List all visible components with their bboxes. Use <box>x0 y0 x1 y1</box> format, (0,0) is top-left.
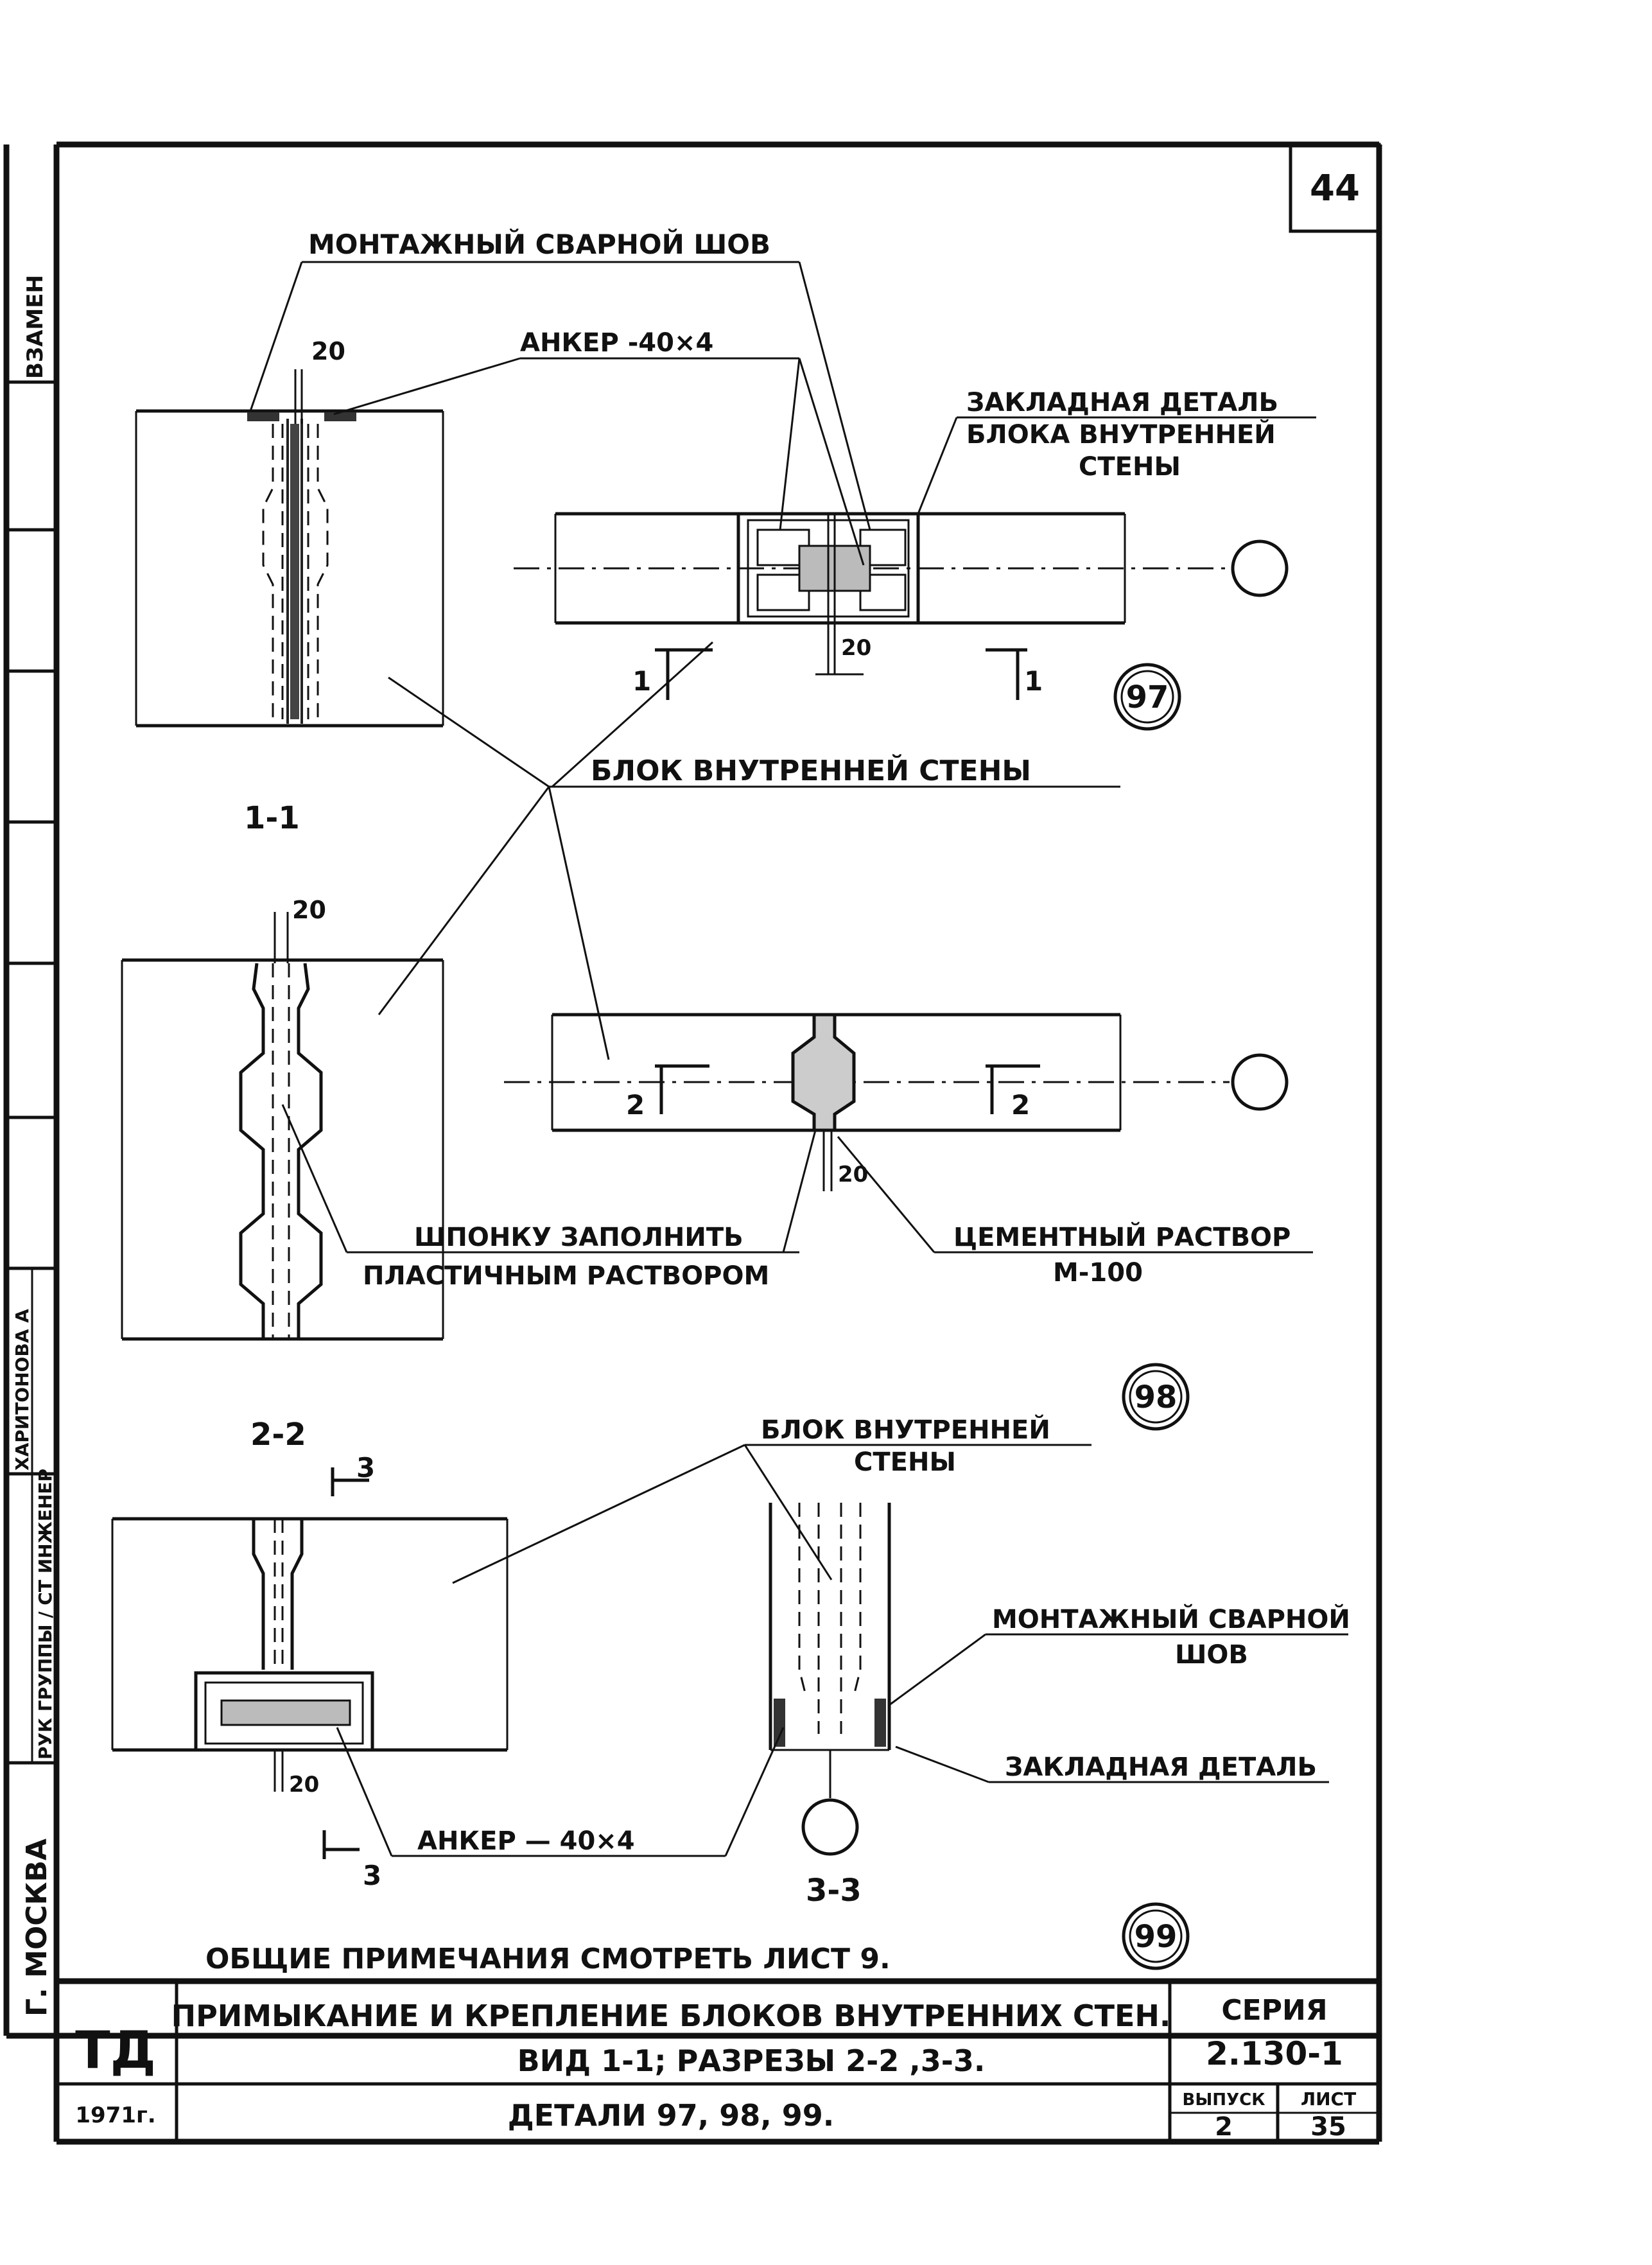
dim-20-b: 20 <box>841 635 871 661</box>
issue-value: 2 <box>1215 2112 1233 2142</box>
cut-mark-1-left: 1 <box>632 665 651 697</box>
label-embedded-part-b: ЗАКЛАДНАЯ ДЕТАЛЬ <box>1005 1753 1317 1782</box>
cut-mark-2-left: 2 <box>626 1089 645 1121</box>
dim-20-a: 20 <box>311 337 345 365</box>
series-value: 2.130-1 <box>1206 2035 1343 2072</box>
label-weld-seam-b-1: МОНТАЖНЫЙ СВАРНОЙ <box>992 1604 1350 1634</box>
section-title-2-2: 2-2 <box>250 1417 306 1453</box>
detail-98-marker: 98 <box>1122 1363 1190 1431</box>
title-line-2: ВИД 1-1; РАЗРЕЗЫ 2-2 ,3-3. <box>517 2043 986 2078</box>
leader-lines <box>249 261 1348 1857</box>
detail-97-number: 97 <box>1126 679 1169 715</box>
title-year: 1971г. <box>75 2103 155 2128</box>
label-inner-wall-block: БЛОК ВНУТРЕННЕЙ СТЕНЫ <box>591 753 1031 787</box>
cut-mark-3-top: 3 <box>356 1452 375 1483</box>
sheet-number: 44 <box>1310 168 1360 209</box>
section-3-3 <box>769 1503 891 1856</box>
detail-98-number: 98 <box>1135 1379 1178 1415</box>
dim-20-e: 20 <box>289 1772 319 1797</box>
sheet-number-box: 44 <box>1289 143 1381 233</box>
label-fill-key-2: ПЛАСТИЧНЫМ РАСТВОРОМ <box>363 1261 769 1291</box>
sheet-label: ЛИСТ <box>1301 2088 1356 2110</box>
detail-97-plan <box>514 512 1289 700</box>
label-weld-seam-b-2: ШОВ <box>1175 1640 1248 1670</box>
dim-20-c: 20 <box>292 896 326 924</box>
section-title-1-1: 1-1 <box>244 800 300 836</box>
label-embedded-part-3: СТЕНЫ <box>1079 452 1181 482</box>
issue-label: ВЫПУСК <box>1183 2090 1265 2110</box>
cut-mark-1-right: 1 <box>1024 665 1043 697</box>
side-names: ХАРИТОНОВА А <box>12 1309 33 1471</box>
dim-20-d: 20 <box>838 1162 868 1187</box>
series-label: СЕРИЯ <box>1221 1994 1327 2027</box>
label-cement-1: ЦЕМЕНТНЫЙ РАСТВОР <box>953 1221 1291 1252</box>
label-cement-2: М-100 <box>1053 1258 1143 1288</box>
detail-98-plan <box>504 1013 1289 1191</box>
side-city: Г. МОСКВА <box>21 1839 53 2016</box>
label-embedded-part-2: БЛОКА ВНУТРЕННЕЙ <box>966 419 1276 450</box>
side-roles: РУК ГРУППЫ / СТ ИНЖЕНЕР <box>35 1469 56 1760</box>
view-1-1 <box>135 369 444 728</box>
detail-99-number: 99 <box>1135 1919 1178 1955</box>
title-org: ТД <box>75 2020 156 2080</box>
cut-mark-3-bottom: 3 <box>363 1860 381 1891</box>
title-block <box>53 1978 1382 2145</box>
label-inner-wall-1: БЛОК ВНУТРЕННЕЙ <box>761 1414 1050 1445</box>
detail-99-elevation <box>111 1467 509 1859</box>
section-title-3-3: 3-3 <box>806 1873 862 1909</box>
label-fill-key-1: ШПОНКУ ЗАПОЛНИТЬ <box>414 1223 743 1252</box>
title-line-1: ПРИМЫКАНИЕ И КРЕПЛЕНИЕ БЛОКОВ ВНУТРЕННИХ… <box>171 1998 1171 2033</box>
label-embedded-part-1: ЗАКЛАДНАЯ ДЕТАЛЬ <box>966 388 1278 417</box>
label-general-notes: ОБЩИЕ ПРИМЕЧАНИЯ СМОТРЕТЬ ЛИСТ 9. <box>205 1943 891 1975</box>
label-anchor-bottom: АНКЕР — 40×4 <box>417 1826 635 1856</box>
detail-97-marker: 97 <box>1113 663 1181 731</box>
detail-99-marker: 99 <box>1122 1902 1190 1970</box>
sheet-frame <box>3 141 1382 2039</box>
cut-mark-2-right: 2 <box>1011 1089 1030 1121</box>
label-inner-wall-2: СТЕНЫ <box>854 1447 956 1477</box>
section-2-2 <box>121 912 444 1341</box>
title-line-3: ДЕТАЛИ 97, 98, 99. <box>508 2098 835 2133</box>
label-weld-seam-top: МОНТАЖНЫЙ СВАРНОЙ ШОВ <box>308 228 770 260</box>
label-anchor-top: АНКЕР -40×4 <box>520 328 713 358</box>
side-replaces: ВЗАМЕН <box>22 275 48 379</box>
sheet-value: 35 <box>1310 2112 1346 2142</box>
